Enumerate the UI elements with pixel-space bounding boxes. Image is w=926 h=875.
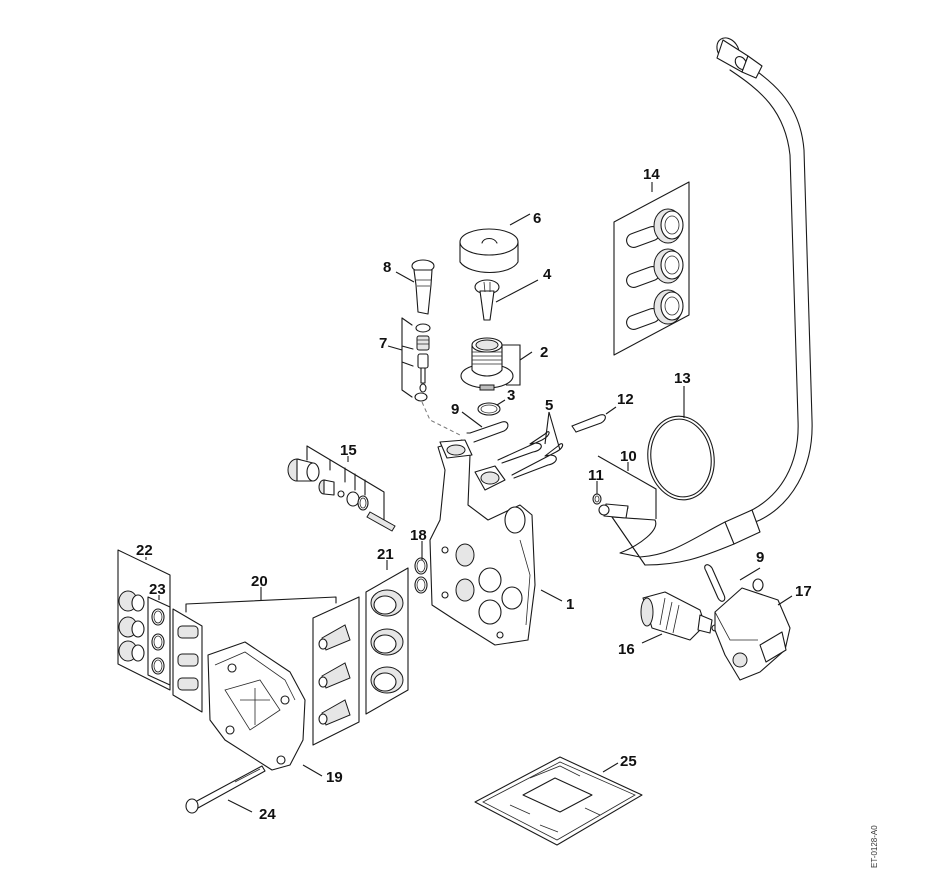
drawing-code: ET-0128-A0 (870, 825, 879, 868)
valve (177, 677, 199, 691)
part-15-valve-kit[interactable] (287, 445, 396, 532)
callout-14[interactable]: 14 (643, 166, 660, 183)
callout-5[interactable]: 5 (545, 397, 553, 414)
callout-13[interactable]: 13 (674, 370, 691, 387)
part-21-seal-set[interactable] (365, 567, 409, 715)
part-9-u-clip-lower[interactable] (704, 564, 726, 602)
piston (626, 248, 684, 288)
part-7-valve-set[interactable] (401, 317, 463, 437)
part-2-threaded-fitting[interactable] (460, 337, 514, 391)
valve (177, 653, 199, 667)
part-1-pump-housing[interactable] (429, 439, 536, 646)
callout-4[interactable]: 4 (543, 266, 552, 283)
part-10-hose-fitting[interactable] (598, 503, 629, 519)
callout-9-upper[interactable]: 9 (451, 401, 459, 418)
callout-1[interactable]: 1 (566, 596, 574, 613)
valve (318, 624, 351, 651)
callout-19[interactable]: 19 (326, 769, 343, 786)
part-17-switch[interactable] (714, 578, 791, 681)
callout-24[interactable]: 24 (259, 806, 276, 823)
part-22-seal-kit[interactable] (117, 549, 171, 691)
part-23-o-ring-set[interactable] (147, 596, 171, 686)
callout-12[interactable]: 12 (617, 391, 634, 408)
seal (118, 590, 145, 612)
seal (118, 616, 145, 638)
part-18-o-rings[interactable] (414, 557, 428, 594)
callout-18[interactable]: 18 (410, 527, 427, 544)
part-11-o-ring[interactable] (592, 493, 602, 505)
callout-20[interactable]: 20 (251, 573, 268, 590)
callout-2[interactable]: 2 (540, 344, 548, 361)
callout-23[interactable]: 23 (149, 581, 166, 598)
piston (626, 208, 684, 248)
part-4-valve-insert[interactable] (474, 279, 500, 321)
part-24-screw[interactable] (185, 765, 266, 814)
seal (370, 666, 404, 694)
callout-25[interactable]: 25 (620, 753, 637, 770)
o-ring (151, 657, 165, 675)
part-9-u-clip[interactable] (466, 421, 509, 443)
hose-end-nut (716, 37, 763, 79)
callout-22[interactable]: 22 (136, 542, 153, 559)
callout-17[interactable]: 17 (795, 583, 812, 600)
part-8-plug[interactable] (411, 259, 435, 315)
part-12-u-clip[interactable] (571, 414, 606, 433)
callout-3[interactable]: 3 (507, 387, 515, 404)
seal (370, 628, 404, 656)
callout-7[interactable]: 7 (379, 335, 387, 352)
valve (318, 699, 351, 726)
callout-21[interactable]: 21 (377, 546, 394, 563)
callout-10[interactable]: 10 (620, 448, 637, 465)
callouts: 1 2 3 4 5 6 7 8 9 9 10 11 12 13 14 15 16… (136, 166, 812, 823)
valve (177, 625, 199, 639)
callout-8[interactable]: 8 (383, 259, 391, 276)
hose-assembly[interactable] (611, 34, 813, 566)
seal (370, 589, 404, 617)
part-6-cap[interactable] (459, 228, 519, 273)
part-25-gasket-set[interactable] (474, 756, 643, 846)
o-ring (151, 608, 165, 626)
part-5-retaining-clips[interactable] (497, 431, 564, 479)
callout-6[interactable]: 6 (533, 210, 541, 227)
callout-9-lower[interactable]: 9 (756, 549, 764, 566)
part-16-unloader-valve[interactable] (640, 591, 719, 641)
o-ring (151, 633, 165, 651)
callout-15[interactable]: 15 (340, 442, 357, 459)
part-3-o-ring[interactable] (477, 402, 501, 416)
valve (318, 662, 351, 689)
part-19-cylinder-head[interactable] (207, 641, 306, 771)
piston (626, 289, 684, 330)
callout-11[interactable]: 11 (588, 467, 604, 484)
seal (118, 640, 145, 662)
callout-16[interactable]: 16 (618, 641, 635, 658)
part-14-piston-set[interactable] (613, 181, 690, 356)
part-13-large-o-ring[interactable] (642, 412, 719, 504)
leader-lines (145, 182, 793, 813)
part-20-valve-set[interactable] (172, 596, 360, 746)
